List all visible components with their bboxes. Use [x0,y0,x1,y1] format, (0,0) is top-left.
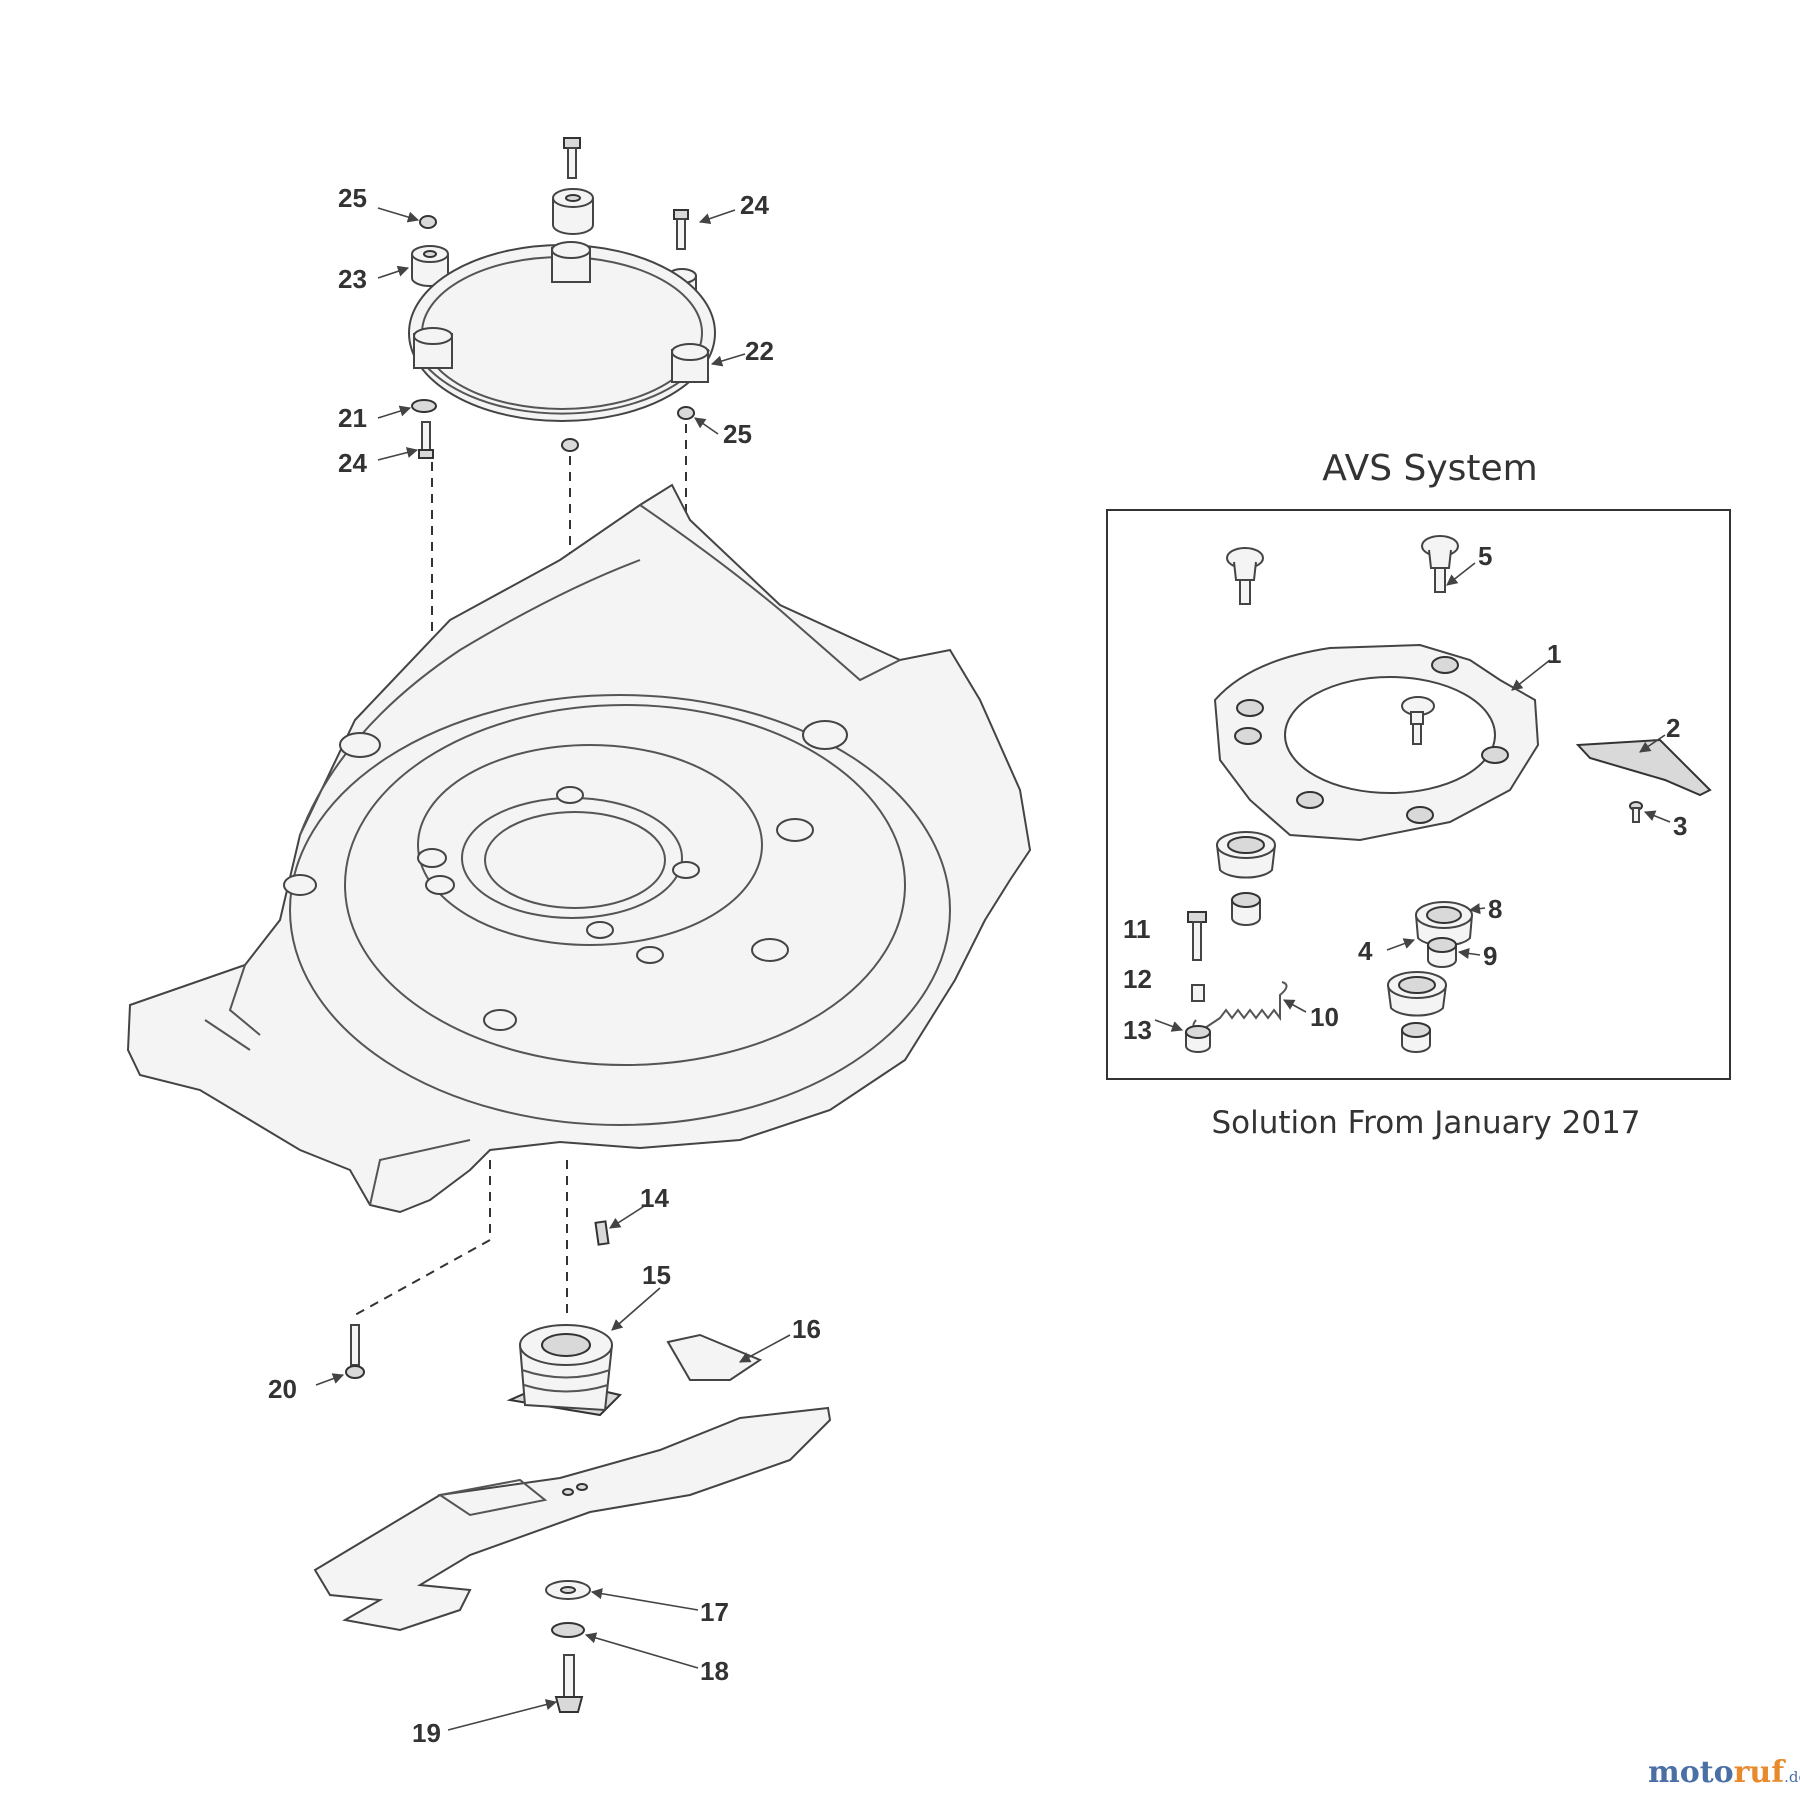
nut-25-top [419,215,437,229]
upper-mount-group [408,137,716,865]
label-15: 15 [642,1260,671,1290]
label-22: 22 [745,336,774,366]
label-20: 20 [268,1374,297,1404]
watermark-tld: .de [1784,1768,1800,1786]
plate-1 [1213,643,1540,842]
bushing-8 [1415,901,1473,947]
bolt-20 [345,1324,365,1379]
bushing-lower [1387,971,1447,1053]
label-4: 4 [1358,936,1373,966]
bolt-top-center [563,137,581,179]
ring-22 [408,241,716,422]
bolt-11 [1187,911,1207,961]
label-13: 13 [1123,1015,1152,1045]
avs-frame [1106,509,1731,1080]
bushing-left [1216,831,1276,926]
label-14: 14 [640,1183,669,1213]
pin-5-left [1226,547,1264,605]
pin-14 [594,1220,610,1246]
pin-5-right [1421,535,1459,593]
label-8: 8 [1488,894,1502,924]
label-23: 23 [338,264,367,294]
bolt-24-right [673,209,689,250]
watermark-logo: motoruf.de [1648,1755,1800,1790]
label-2: 2 [1666,713,1680,743]
blade-assembly [313,1220,832,1713]
svg-text:motoruf.de: motoruf.de [1648,1755,1800,1790]
label-16: 16 [792,1314,821,1344]
nut-25-right [677,406,695,420]
mower-deck [126,483,1032,1320]
avs-caption: Solution From January 2017 [1211,1105,1640,1141]
nut-9 [1427,937,1457,968]
label-10: 10 [1310,1002,1339,1032]
avs-title: AVS System [1322,448,1538,489]
watermark-accent: ruf [1734,1755,1787,1790]
label-24-left: 24 [338,448,367,478]
avs-inset: AVS System [1106,448,1731,1141]
bolt-19 [554,1654,584,1713]
align-line-bolt-20 [354,1160,491,1316]
washer-18 [551,1622,585,1638]
label-17: 17 [700,1597,729,1627]
blade-16 [313,1333,832,1632]
label-25-top: 25 [338,183,367,213]
watermark-main: moto [1648,1755,1734,1790]
spacer-top-center [552,188,594,235]
label-24-right: 24 [740,190,769,220]
screw-3 [1629,801,1643,823]
washer-21 [411,399,437,413]
label-19: 19 [412,1718,441,1748]
label-12: 12 [1123,964,1152,994]
label-3: 3 [1673,811,1687,841]
bolt-24-left [418,421,434,459]
nut-center [561,438,579,452]
sleeve-12 [1191,984,1205,1002]
pin-center [1401,696,1435,745]
main-leaders: 25 23 24 22 21 24 25 14 15 16 20 17 18 1… [268,183,821,1748]
spindle-15 [506,1324,622,1417]
nut-13 [1185,1025,1211,1053]
label-18: 18 [700,1656,729,1686]
label-5: 5 [1478,541,1492,571]
weight-2 [1575,738,1712,797]
label-9: 9 [1483,941,1497,971]
label-25-right: 25 [723,419,752,449]
spring-10 [1192,981,1288,1030]
label-21: 21 [338,403,367,433]
label-11: 11 [1123,914,1151,944]
label-1: 1 [1547,639,1561,669]
